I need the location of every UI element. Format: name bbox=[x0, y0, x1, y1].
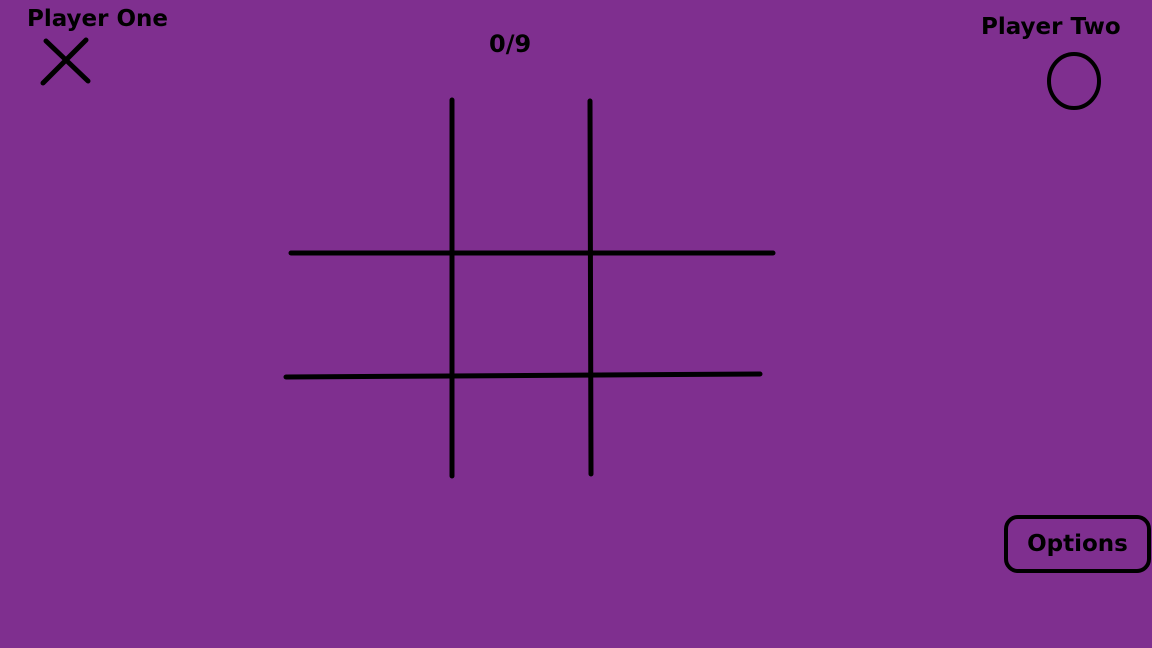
player-one-label: Player One bbox=[27, 6, 169, 32]
board-cell-4[interactable] bbox=[290, 257, 450, 373]
o-icon bbox=[1047, 52, 1101, 110]
move-counter: 0/9 bbox=[489, 30, 532, 58]
x-icon bbox=[40, 37, 91, 86]
board-cell-7[interactable] bbox=[290, 381, 450, 477]
board-cell-1[interactable] bbox=[290, 100, 450, 250]
grid-line-vertical-right bbox=[587, 98, 594, 477]
board-cell-9[interactable] bbox=[594, 381, 774, 477]
grid-line-horizontal-bottom bbox=[283, 371, 763, 380]
board-cell-6[interactable] bbox=[594, 257, 774, 373]
player-two-label: Player Two bbox=[981, 14, 1121, 40]
board-cell-8[interactable] bbox=[456, 381, 588, 477]
board-cell-3[interactable] bbox=[594, 100, 774, 250]
board-cell-5[interactable] bbox=[456, 257, 588, 373]
board-cell-2[interactable] bbox=[456, 100, 588, 250]
options-button[interactable]: Options bbox=[1004, 515, 1151, 573]
